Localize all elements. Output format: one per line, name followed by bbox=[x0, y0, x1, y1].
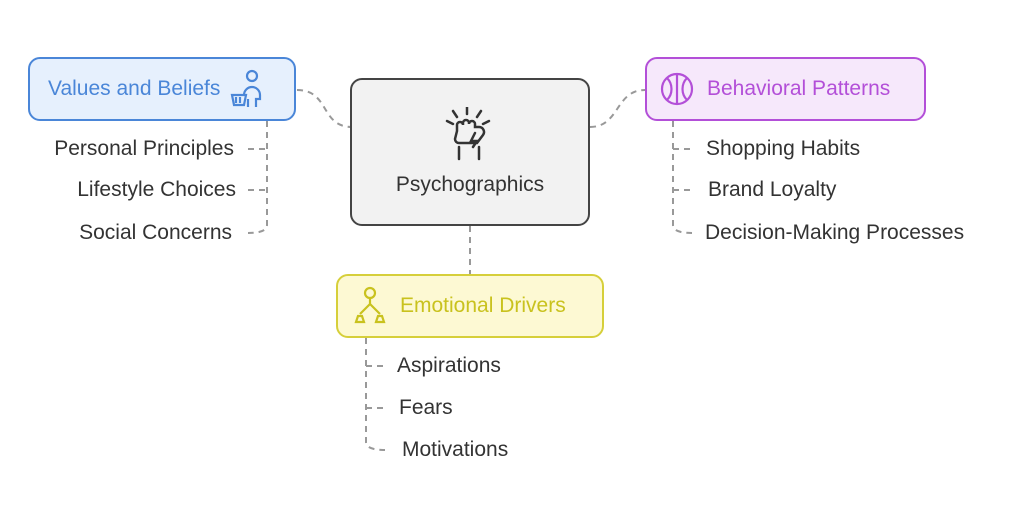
list-item: Social Concerns bbox=[79, 221, 232, 244]
branch-emotional-drivers[interactable]: Emotional Drivers bbox=[336, 274, 604, 338]
list-item: Shopping Habits bbox=[706, 137, 861, 160]
branch-label: Emotional Drivers bbox=[400, 294, 566, 317]
list-item: Brand Loyalty bbox=[708, 178, 837, 201]
list-item: Decision-Making Processes bbox=[705, 221, 965, 244]
branch-label: Values and Beliefs bbox=[48, 77, 221, 100]
list-item: Lifestyle Choices bbox=[77, 178, 236, 201]
list-item: Personal Principles bbox=[54, 137, 234, 160]
center-node[interactable]: Psychographics bbox=[350, 78, 590, 226]
list-item: Aspirations bbox=[397, 354, 501, 377]
center-label: Psychographics bbox=[395, 173, 545, 196]
branch-values-and-beliefs[interactable]: Values and Beliefs bbox=[28, 57, 296, 121]
hierarchy-icon bbox=[354, 286, 386, 324]
person-basket-icon bbox=[231, 69, 262, 107]
branch-label: Behavioral Patterns bbox=[707, 77, 891, 100]
list-item: Motivations bbox=[402, 438, 509, 461]
list-item: Fears bbox=[399, 396, 453, 419]
branch-behavioral-patterns[interactable]: Behavioral Patterns bbox=[645, 57, 926, 121]
basketball-icon bbox=[660, 72, 694, 106]
fist-icon bbox=[445, 107, 491, 161]
